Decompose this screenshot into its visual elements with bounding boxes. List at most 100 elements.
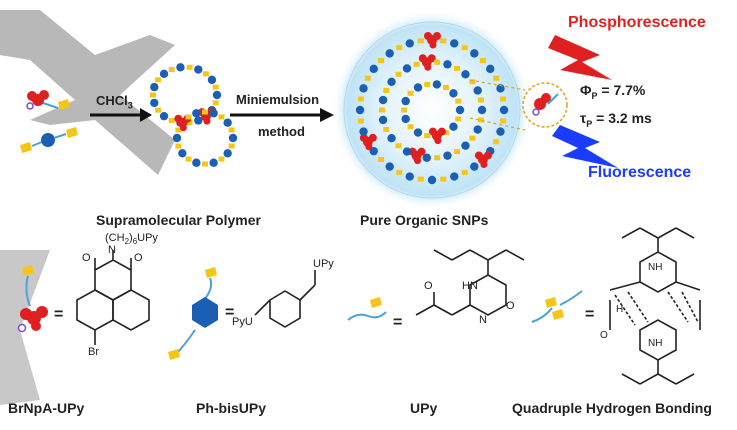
yellow-bead (155, 107, 162, 113)
blue-bead (178, 149, 187, 158)
blue-bead (470, 162, 479, 171)
blue-bead (413, 83, 423, 92)
hbond-structure (609, 227, 701, 385)
yellow-bead (469, 79, 476, 85)
blue-bead (427, 175, 437, 185)
brnpa-structure (76, 250, 150, 345)
blue-bead (432, 80, 442, 89)
yellow-bead (455, 98, 462, 104)
blue-bead (450, 39, 459, 48)
hbond-atom-o: O (600, 330, 608, 341)
yellow-bead (454, 65, 460, 71)
hbond-atom-nh-bottom: NH (648, 338, 663, 349)
blue-bead (150, 82, 159, 92)
yellow-bead (218, 156, 225, 162)
yellow-bead (228, 127, 235, 133)
yellow-bead (424, 133, 431, 139)
blue-bead (496, 127, 505, 136)
yellow-bead (461, 169, 468, 175)
blue-bead (496, 84, 505, 93)
blue-bead (159, 69, 169, 79)
blue-bead (369, 64, 378, 74)
yellow-bead (186, 64, 193, 70)
yellow-bead (218, 114, 225, 120)
blue-bead (387, 77, 396, 86)
blue-bead (223, 149, 232, 158)
yellow-bead (150, 92, 156, 98)
monomer-brnpa (26, 90, 70, 110)
blue-bead (402, 64, 412, 73)
blue-bead (443, 151, 452, 160)
yellow-bead (413, 61, 420, 67)
phosphorescence-label: Phosphorescence (568, 14, 706, 31)
yellow-bead (440, 38, 447, 44)
blue-bead (192, 158, 201, 167)
brnpa-atom-n: N (108, 244, 116, 256)
caption-brnpa-upy: BrNpA-UPy (8, 400, 85, 416)
yellow-bead (186, 120, 193, 126)
yellow-bead (455, 116, 462, 122)
blue-bead (443, 60, 452, 69)
fluorescence-bolt-icon (552, 125, 618, 168)
blue-bead (172, 133, 182, 143)
yellow-bead (417, 38, 424, 44)
yellow-bead (417, 176, 424, 182)
red-cluster (408, 147, 426, 165)
caption-ph-bisupy: Ph-bisUPy (196, 400, 267, 416)
yellow-bead (396, 169, 403, 175)
yellow-bead (434, 59, 441, 65)
blue-bead (194, 65, 203, 74)
yellow-bead (479, 58, 486, 64)
blue-bead (405, 39, 414, 48)
yellow-bead (407, 90, 414, 96)
monomer-ph-bisupy (20, 127, 78, 153)
blue-bead (450, 172, 459, 181)
blue-bead (378, 115, 388, 125)
yellow-bead (500, 96, 507, 102)
yellow-bead (383, 127, 390, 133)
yellow-bead (396, 45, 403, 51)
yellow-bead (185, 156, 192, 162)
blue-bead (359, 84, 368, 93)
yellow-bead (477, 97, 484, 103)
yellow-bead (443, 84, 449, 90)
blue-bead (207, 75, 217, 85)
blue-bead (209, 158, 218, 167)
blue-bead (422, 153, 431, 162)
yellow-bead (493, 139, 500, 145)
yellow-bead (493, 75, 500, 81)
ph-right-label: UPy (313, 258, 334, 270)
yellow-bead (424, 81, 431, 87)
yellow-bead (443, 130, 449, 136)
yellow-bead (175, 143, 182, 149)
hbond-atom-h: H (616, 304, 624, 315)
yellow-bead (440, 176, 447, 182)
yellow-bead (212, 100, 219, 106)
red-cluster (359, 133, 377, 151)
blue-bead (159, 111, 169, 121)
yellow-bead (357, 96, 364, 102)
red-cluster (428, 127, 446, 145)
caption-upy: UPy (410, 400, 438, 416)
upy-icon (347, 297, 387, 321)
phosphorescence-bolt-icon (548, 35, 612, 80)
yellow-bead (357, 118, 364, 124)
lifetime-label: τP = 3.2 ms (580, 110, 652, 129)
upy-structure (415, 249, 525, 316)
blue-bead (378, 95, 388, 105)
equals-3: = (393, 314, 403, 331)
brnpa-icon (17, 265, 48, 333)
blue-bead (413, 128, 423, 137)
blue-bead (355, 105, 365, 115)
blue-bead (359, 127, 368, 136)
yellow-bead (202, 109, 208, 115)
yellow-bead (407, 124, 414, 130)
yellow-bead (401, 107, 407, 113)
yellow-bead (477, 117, 484, 123)
upy-atom-o: O (424, 280, 433, 292)
yellow-bead (228, 143, 235, 149)
blue-bead (150, 98, 159, 108)
solvent-label: CHCl3 (96, 93, 133, 111)
red-cluster (424, 32, 441, 49)
